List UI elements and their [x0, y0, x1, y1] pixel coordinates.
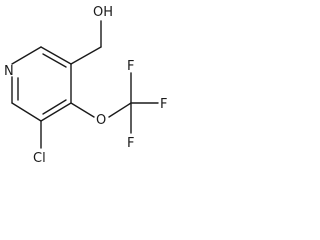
double-bond-c2-c3 — [42, 53, 67, 68]
bond-c4-o — [70, 102, 95, 118]
structure-canvas: OH N Cl O F F F — [4, 5, 167, 166]
bond-c3-ch2 — [70, 46, 102, 65]
double-bond-c4-c5 — [42, 99, 67, 115]
bond-c5-c6 — [11, 102, 42, 122]
atom-fluorine-bottom: F — [127, 136, 134, 151]
bond-n1-c2 — [11, 46, 42, 65]
atom-chlorine: Cl — [33, 151, 46, 166]
atom-fluorine-top: F — [127, 59, 134, 74]
atom-ring-nitrogen: N — [4, 64, 14, 79]
bond-o-cf3 — [108, 102, 132, 118]
bond-c2-c3 — [40, 46, 72, 65]
chemical-structure: OH N Cl O F F F — [0, 0, 188, 178]
bond-c4-c5 — [40, 102, 72, 122]
atom-hydroxyl: OH — [93, 5, 113, 20]
atom-fluorine-right: F — [160, 97, 167, 112]
atom-ether-oxygen: O — [96, 113, 106, 128]
